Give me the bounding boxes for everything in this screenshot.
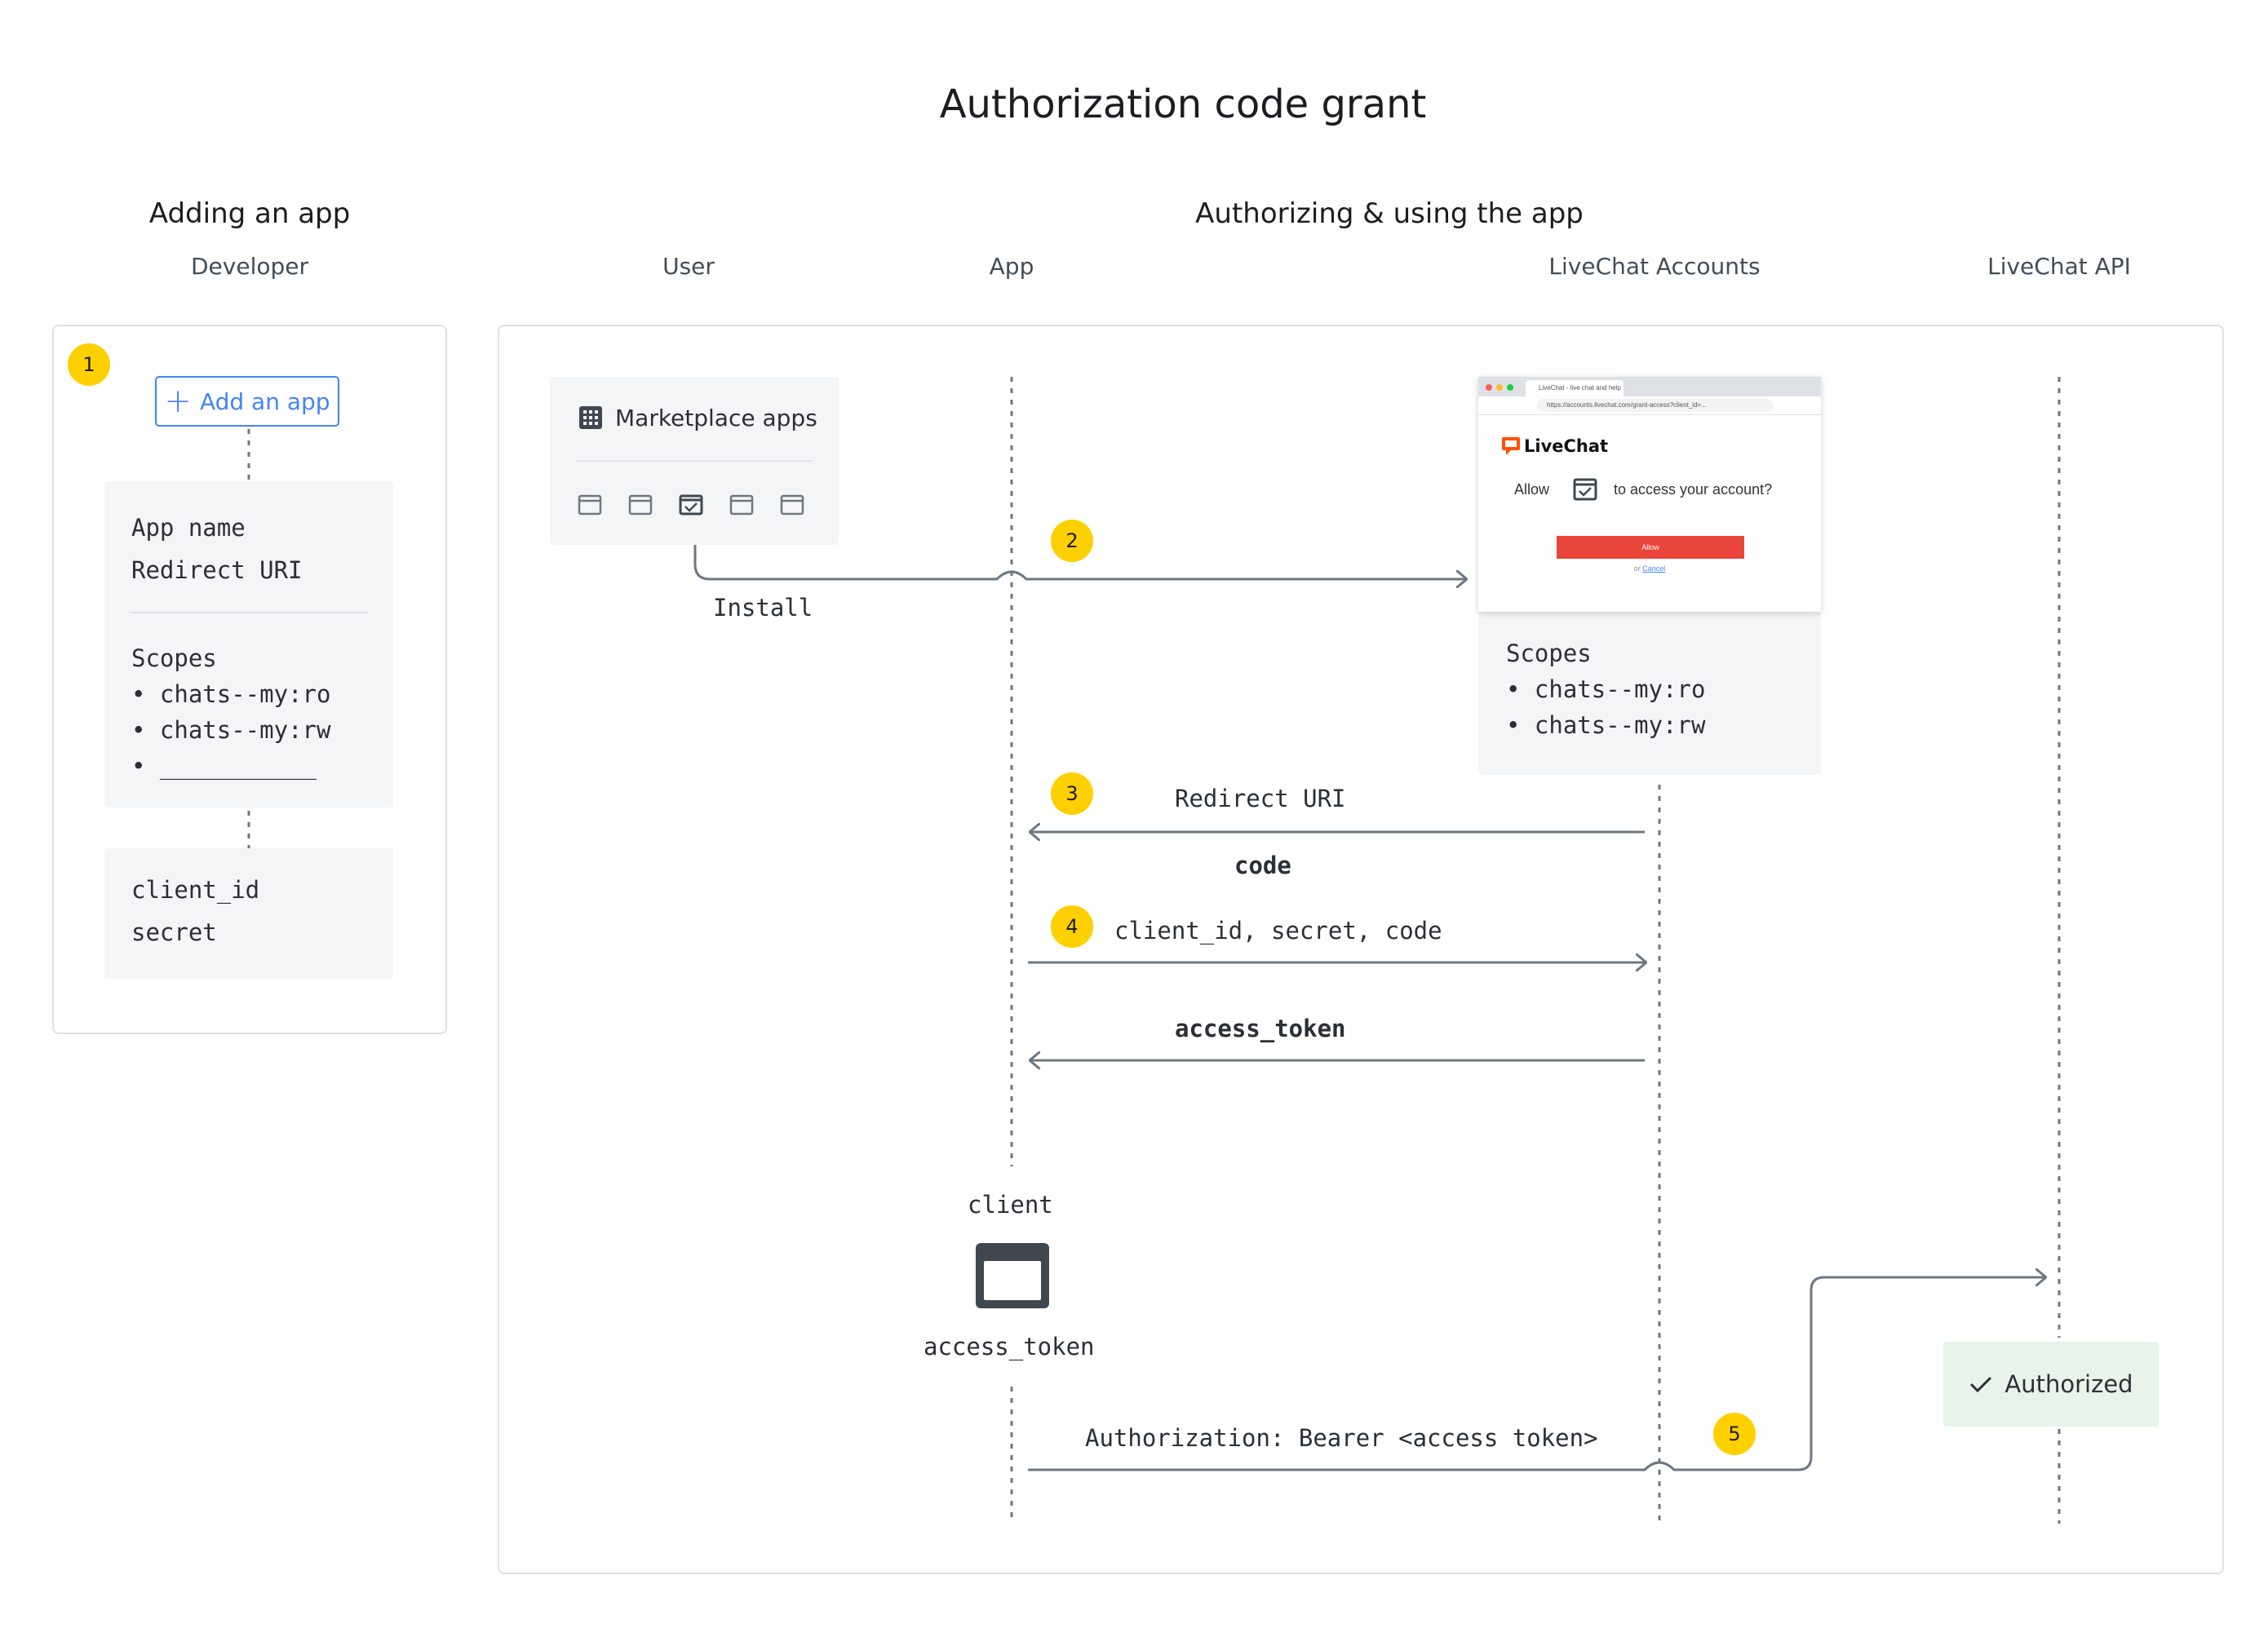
lane-label-accounts: LiveChat Accounts	[1548, 253, 1761, 280]
allow-button[interactable]: Allow	[1557, 536, 1744, 559]
section-title-adding: Adding an app	[148, 197, 351, 230]
lane-label-api: LiveChat API	[1987, 253, 2131, 280]
access-question: to access your account?	[1614, 481, 1773, 498]
bearer-arrow	[1028, 1277, 2046, 1471]
lane-label-user: User	[662, 253, 715, 280]
bearer-header-label: Authorization: Bearer <access token>	[1085, 1424, 1598, 1452]
redirect-uri-field: Redirect URI	[131, 556, 303, 584]
step-badge-5: 5	[1713, 1413, 1756, 1455]
lane-label-developer: Developer	[190, 253, 309, 280]
consent-screenshot: LiveChat - live chat and help d... https…	[1478, 377, 1821, 612]
authorized-card: Authorized	[1943, 1342, 2159, 1427]
accounts-scopes-title: Scopes	[1506, 639, 1592, 667]
livechat-logo-icon	[1502, 437, 1520, 455]
secret-label: secret	[131, 918, 217, 946]
add-an-app-button[interactable]: + Add an app	[155, 376, 339, 427]
code-label: code	[1234, 852, 1291, 879]
client-id-label: client_id	[131, 876, 260, 904]
client-window-icon	[976, 1243, 1049, 1308]
checkmark-icon	[1970, 1376, 1992, 1393]
window-controls-icon	[1486, 384, 1513, 391]
step-badge-1: 1	[68, 343, 110, 386]
dev-scopes-title: Scopes	[131, 644, 217, 672]
add-an-app-label: Add an app	[199, 387, 330, 415]
browser-tab: LiveChat - live chat and help d...	[1526, 380, 1623, 408]
app-window-icon	[1573, 478, 1597, 501]
marketplace-app-icons	[578, 494, 804, 515]
marketplace-divider	[576, 460, 813, 462]
diagram-title: Authorization code grant	[939, 82, 1427, 127]
client-access-token-label: access_token	[924, 1333, 1095, 1361]
dev-scope-item: • chats--my:rw	[131, 716, 331, 744]
dev-scope-item: • ___________	[131, 752, 317, 780]
accounts-scope-item: • chats--my:ro	[1506, 675, 1706, 703]
browser-urlbar: https://accounts.livechat.com/grant-acce…	[1478, 396, 1821, 415]
step-badge-3: 3	[1051, 772, 1093, 815]
lane-label-app: App	[989, 253, 1034, 280]
dev-scope-item: • chats--my:ro	[131, 680, 331, 708]
browser-url: https://accounts.livechat.com/grant-acce…	[1537, 399, 1774, 412]
browser-tabbar: LiveChat - live chat and help d...	[1478, 377, 1821, 408]
section-title-authorizing: Authorizing & using the app	[1195, 197, 1584, 230]
card-divider	[131, 612, 368, 613]
selected-app-icon	[679, 494, 703, 515]
cancel-link-row: or Cancel	[1478, 564, 1821, 573]
redirect-uri-label: Redirect URI	[1175, 785, 1346, 812]
plus-icon: +	[164, 383, 192, 420]
accounts-scope-item: • chats--my:rw	[1506, 711, 1706, 739]
app-name-field: App name	[131, 514, 246, 542]
marketplace-label: Marketplace apps	[615, 405, 817, 431]
step-badge-2: 2	[1051, 520, 1093, 562]
livechat-brand: LiveChat	[1524, 436, 1609, 456]
exchange-label: client_id, secret, code	[1114, 917, 1442, 945]
credentials-card: client_id secret	[104, 848, 393, 979]
step-badge-4: 4	[1051, 905, 1093, 948]
allow-text: Allow	[1514, 481, 1550, 498]
install-arrow	[693, 532, 1467, 579]
marketplace-card: Marketplace apps	[550, 377, 839, 545]
client-label: client	[968, 1191, 1053, 1219]
install-label: Install	[713, 594, 813, 622]
access-token-label: access_token	[1175, 1015, 1346, 1042]
or-text: or	[1633, 564, 1641, 573]
cancel-link[interactable]: Cancel	[1642, 564, 1666, 573]
authorized-label: Authorized	[2004, 1370, 2133, 1398]
apps-grid-icon	[579, 406, 602, 429]
accounts-scopes-card: Scopes • chats--my:ro • chats--my:rw	[1478, 608, 1821, 775]
app-config-card: App name Redirect URI Scopes • chats--my…	[104, 481, 393, 808]
